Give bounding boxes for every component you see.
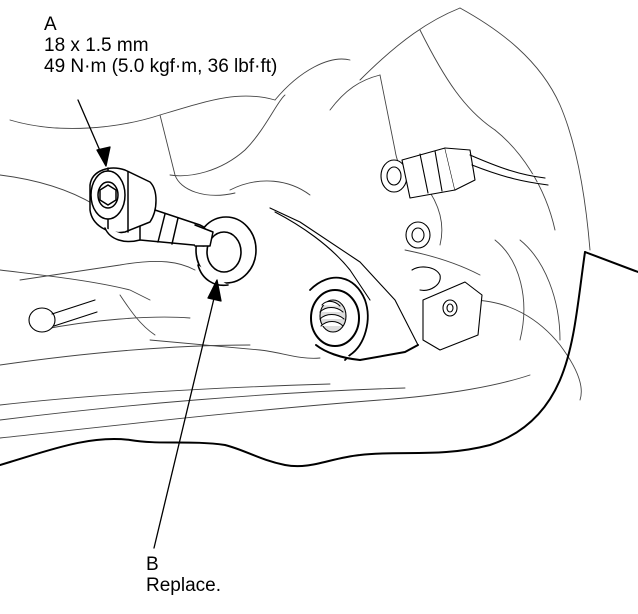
sealing-washer <box>195 216 257 287</box>
housing-edge-right <box>0 251 638 468</box>
callout-a-torque: 49 N·m (5.0 kgf·m, 36 lbf·ft) <box>44 56 278 77</box>
callout-b: B Replace. <box>146 554 221 596</box>
leader-line-a <box>77 99 111 167</box>
mounting-bracket <box>422 281 483 351</box>
connector-cluster <box>380 147 549 291</box>
callout-a-letter: A <box>44 14 57 35</box>
threaded-boss <box>269 207 419 361</box>
banjo-bolt <box>89 167 214 247</box>
round-knob <box>28 299 98 333</box>
callout-a: A 18 x 1.5 mm 49 N·m (5.0 kgf·m, 36 lbf·… <box>44 14 277 77</box>
callout-b-letter: B <box>146 554 159 575</box>
leader-line-b <box>153 279 222 549</box>
housing-outline <box>0 7 591 439</box>
callout-a-size: 18 x 1.5 mm <box>44 35 149 56</box>
callout-b-note: Replace. <box>146 575 221 596</box>
